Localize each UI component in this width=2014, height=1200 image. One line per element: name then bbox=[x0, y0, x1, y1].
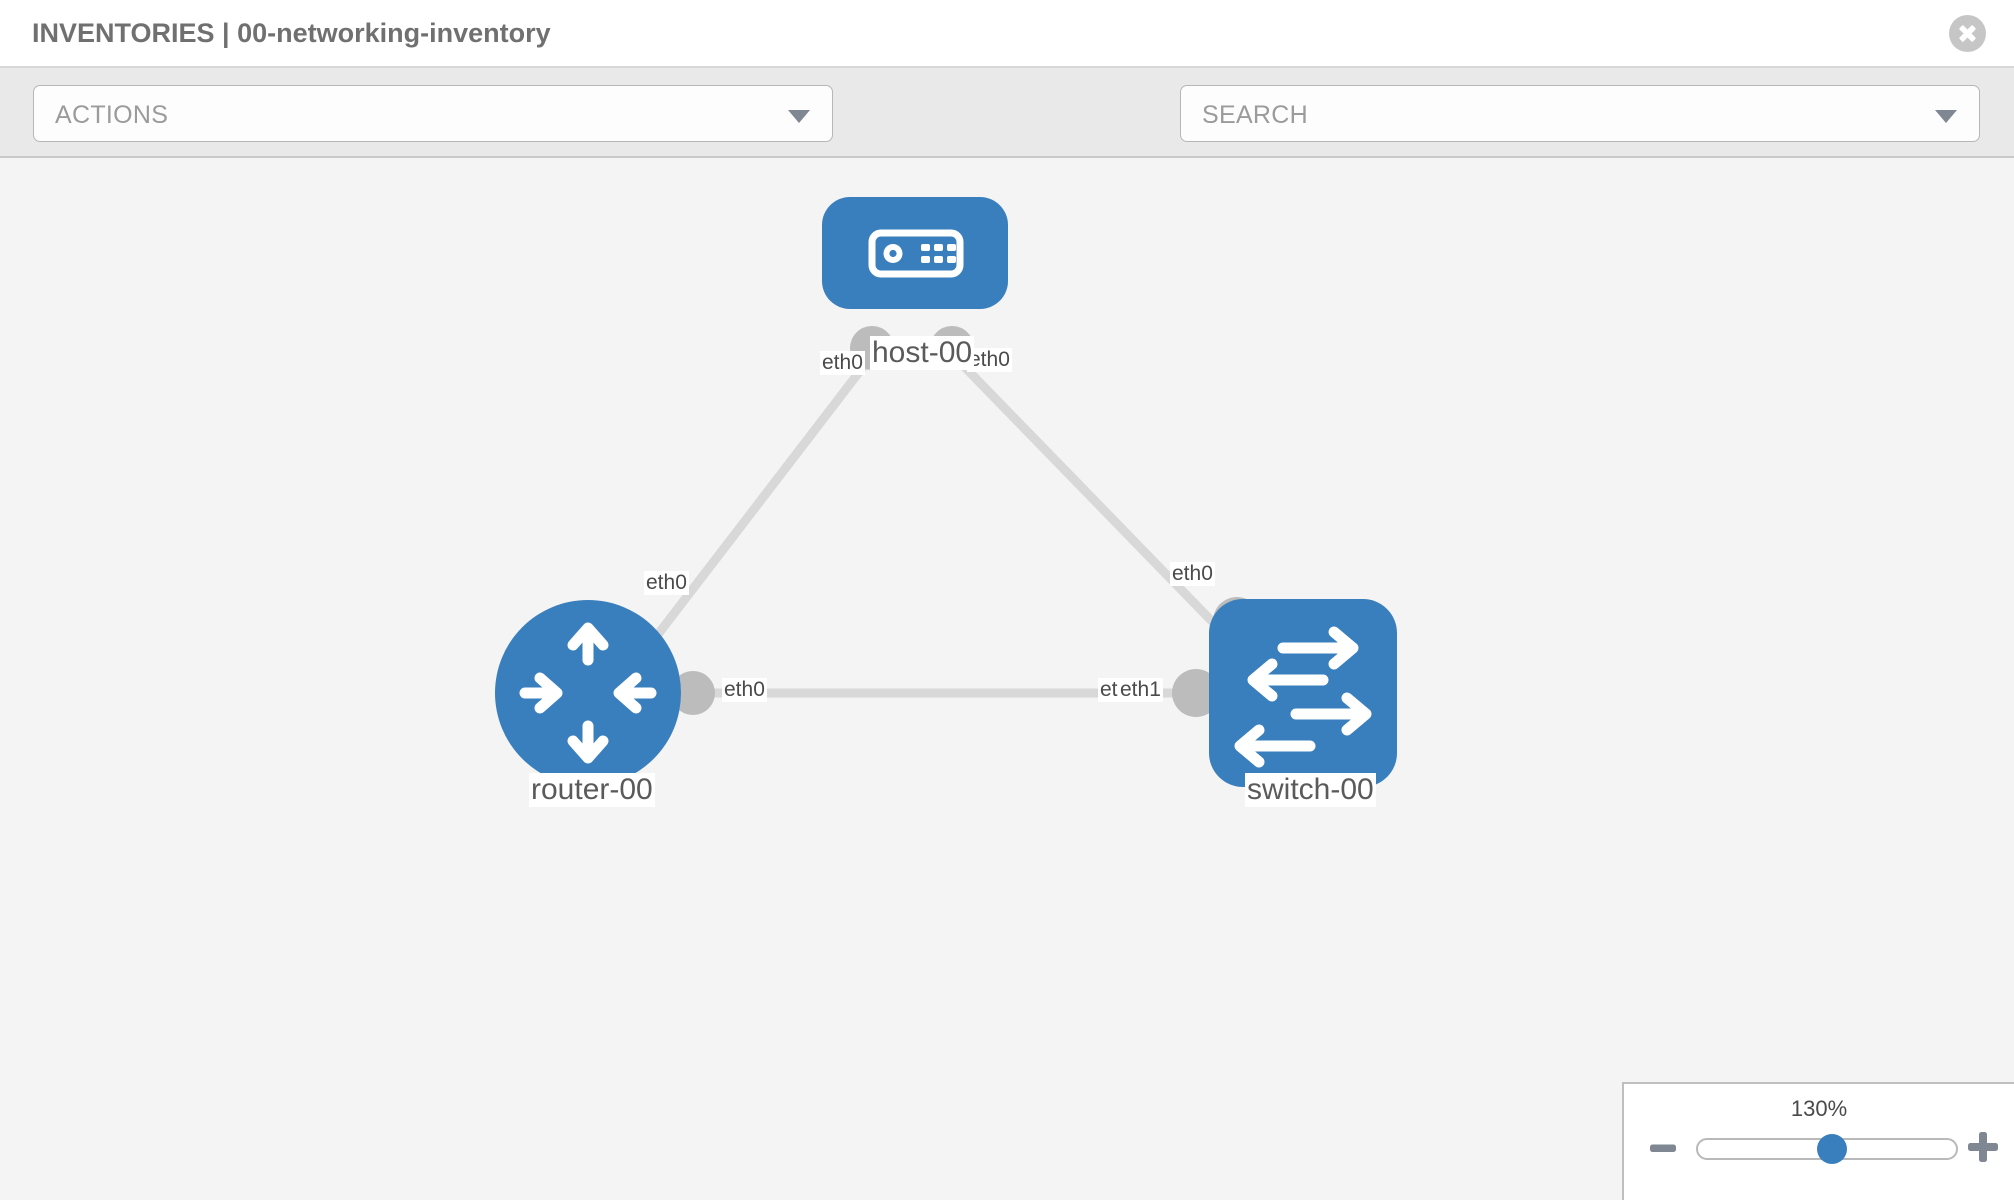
search-input[interactable]: SEARCH bbox=[1180, 85, 1980, 142]
port-router-right[interactable] bbox=[671, 671, 715, 715]
plus-icon[interactable] bbox=[1964, 1128, 2002, 1166]
actions-dropdown[interactable]: ACTIONS bbox=[33, 85, 833, 142]
iface-label-switch-up: eth0 bbox=[1170, 562, 1215, 587]
port-switch-left[interactable] bbox=[1172, 669, 1220, 717]
close-glyph bbox=[1959, 25, 1976, 42]
node-router-00[interactable] bbox=[495, 600, 681, 786]
node-host-00[interactable] bbox=[822, 197, 1008, 309]
minus-icon[interactable] bbox=[1646, 1131, 1680, 1165]
server-icon bbox=[868, 229, 964, 278]
node-router-shape[interactable] bbox=[495, 600, 681, 786]
node-switch-00[interactable] bbox=[1209, 599, 1397, 787]
chevron-down-icon bbox=[788, 110, 810, 123]
iface-label-router-up: eth0 bbox=[644, 571, 689, 596]
port-layer bbox=[671, 326, 1261, 717]
zoom-slider-track[interactable] bbox=[1696, 1134, 1958, 1164]
iface-label-switch-left: eth1 bbox=[1118, 678, 1163, 703]
zoom-control-panel: 130% bbox=[1622, 1082, 2014, 1200]
node-label-switch: switch-00 bbox=[1245, 773, 1376, 807]
link-host-switch[interactable] bbox=[948, 350, 1239, 649]
link-host-router[interactable] bbox=[642, 351, 877, 653]
switch-arrows-icon bbox=[1234, 626, 1372, 768]
topology-graph bbox=[495, 197, 1397, 787]
iface-label-router-right: eth0 bbox=[722, 678, 767, 703]
close-icon[interactable] bbox=[1949, 15, 1986, 52]
node-label-host: host-00 bbox=[870, 336, 975, 370]
actions-dropdown-label: ACTIONS bbox=[55, 101, 169, 129]
search-placeholder: SEARCH bbox=[1202, 101, 1308, 129]
plus-glyph bbox=[1968, 1132, 1998, 1162]
toolbar: ACTIONS SEARCH bbox=[0, 68, 2014, 195]
zoom-level-value: 130% bbox=[1790, 1096, 1848, 1121]
breadcrumb: INVENTORIES | 00-networking-inventory bbox=[32, 18, 551, 48]
minus-glyph bbox=[1650, 1144, 1676, 1152]
chevron-down-icon bbox=[1935, 110, 1957, 123]
iface-label-host-left: eth0 bbox=[820, 351, 865, 376]
node-switch-shape[interactable] bbox=[1209, 599, 1397, 787]
link-layer bbox=[642, 350, 1239, 698]
node-host-shape[interactable] bbox=[822, 197, 1008, 309]
zoom-slider-thumb[interactable] bbox=[1817, 1134, 1848, 1164]
iface-label-host-right: eth0 bbox=[967, 348, 1012, 373]
topology-canvas[interactable]: eth0 eth0 host-00 eth0 eth0 eth0 eth0 et… bbox=[0, 158, 2014, 1200]
page-header: INVENTORIES | 00-networking-inventory bbox=[0, 0, 2014, 68]
router-arrows-icon bbox=[519, 622, 657, 764]
node-label-router: router-00 bbox=[529, 773, 655, 807]
